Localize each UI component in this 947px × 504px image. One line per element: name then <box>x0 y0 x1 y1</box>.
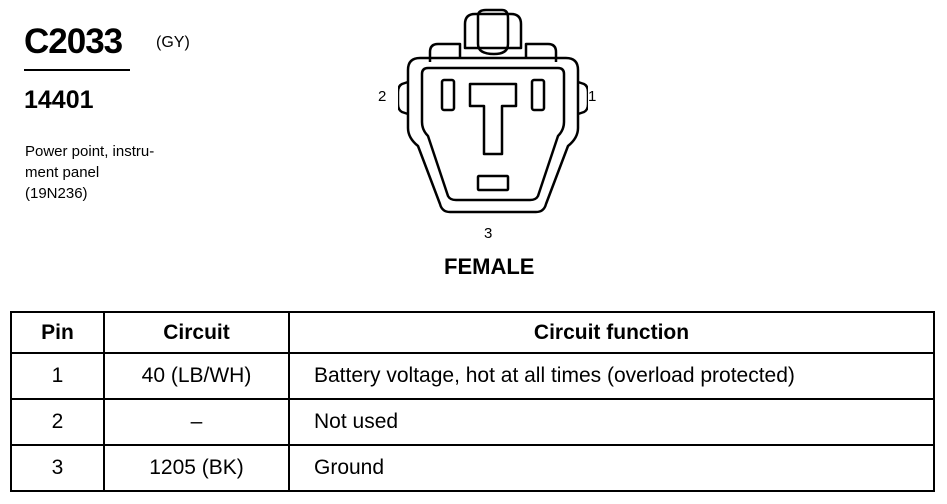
title-divider <box>24 69 130 71</box>
pin-label-3: 3 <box>484 225 493 242</box>
pin-label-1: 1 <box>588 88 597 105</box>
cell-pin: 1 <box>10 352 105 400</box>
cell-circuit: – <box>103 398 290 446</box>
description-line: Power point, instru- <box>25 143 155 160</box>
header-pin: Pin <box>10 311 105 354</box>
header-circuit: Circuit <box>103 311 290 354</box>
description-line: (19N236) <box>25 185 88 202</box>
table-row: 1 40 (LB/WH) Battery voltage, hot at all… <box>10 352 935 400</box>
connector-face-diagram <box>398 8 588 214</box>
header-circuit-function: Circuit function <box>288 311 935 354</box>
cell-circuit-function: Ground <box>288 444 935 492</box>
right-shoulder <box>524 42 558 62</box>
connector-gender: FEMALE <box>444 254 535 279</box>
table-header-row: Pin Circuit Circuit function <box>10 311 935 354</box>
table-row: 2 – Not used <box>10 398 935 446</box>
cell-pin: 2 <box>10 398 105 446</box>
pinout-table: Pin Circuit Circuit function 1 40 (LB/WH… <box>10 311 935 492</box>
table-row: 3 1205 (BK) Ground <box>10 444 935 492</box>
cell-circuit-function: Battery voltage, hot at all times (overl… <box>288 352 935 400</box>
right-ear <box>577 80 588 116</box>
pin-label-2: 2 <box>378 88 387 105</box>
pin-3-terminal <box>476 174 510 192</box>
color-code: (GY) <box>156 34 190 51</box>
inner-cavity <box>420 66 566 202</box>
pin-2-terminal <box>440 78 456 112</box>
part-number: 14401 <box>24 86 94 114</box>
left-shoulder <box>428 42 462 62</box>
outer-housing <box>406 56 580 214</box>
cell-circuit-function: Not used <box>288 398 935 446</box>
latch-tab <box>463 12 523 50</box>
connector-description: Power point, instru- ment panel (19N236) <box>25 141 200 204</box>
cell-circuit: 40 (LB/WH) <box>103 352 290 400</box>
pin-1-terminal <box>530 78 546 112</box>
cell-circuit: 1205 (BK) <box>103 444 290 492</box>
latch-lever <box>476 8 510 56</box>
connector-id: C2033 <box>24 22 123 61</box>
center-t-terminal <box>468 82 518 156</box>
cell-pin: 3 <box>10 444 105 492</box>
left-ear <box>398 80 409 116</box>
description-line: ment panel <box>25 164 100 181</box>
